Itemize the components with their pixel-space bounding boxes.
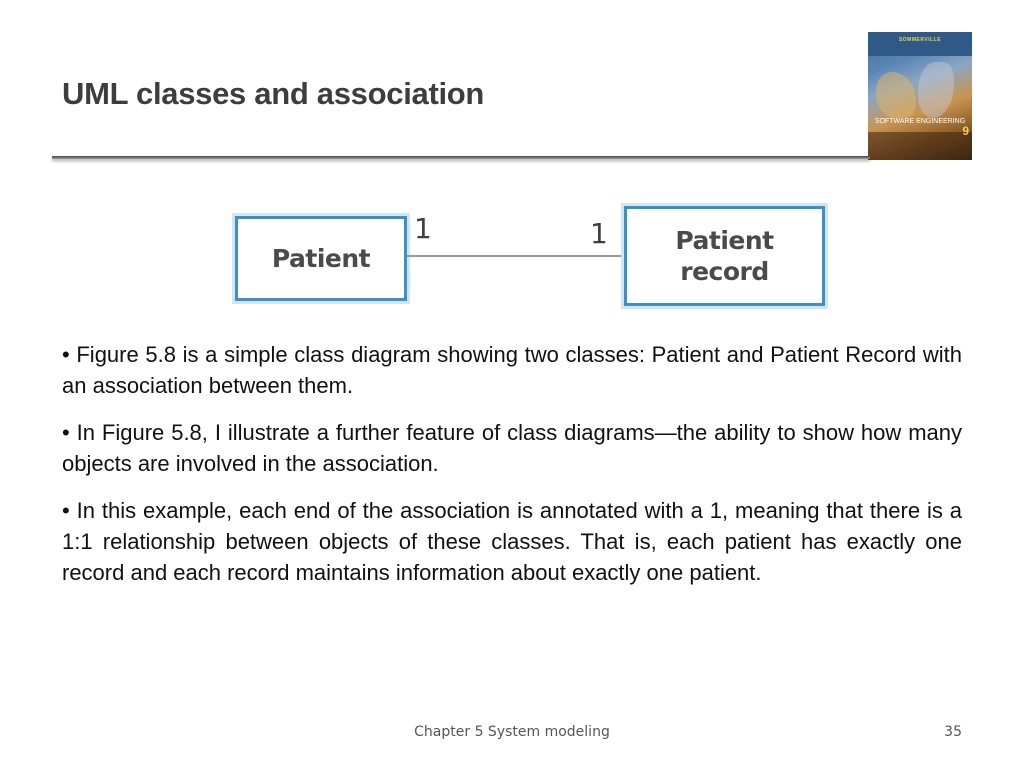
multiplicity-left: 1 [414,212,432,245]
footer-chapter: Chapter 5 System modeling [414,724,610,740]
cover-subtitle: SOFTWARE ENGINEERING [874,118,966,125]
slide-title: UML classes and association [62,76,485,111]
slide-body: • Figure 5.8 is a simple class diagram s… [62,339,962,604]
class-box-patient-record: Patient record [624,206,825,306]
class-label-patient-record: Patient record [675,226,774,286]
cover-edition: 9 [962,124,969,138]
multiplicity-right: 1 [590,217,608,250]
title-divider [52,156,870,159]
bullet-paragraph: • In Figure 5.8, I illustrate a further … [62,420,962,476]
class-label-patient: Patient [271,244,371,273]
association-line [407,255,624,257]
class-box-patient: Patient [235,216,407,301]
footer-page-number: 35 [944,724,962,740]
book-cover-image: SOMMERVILLE SOFTWARE ENGINEERING 9 [868,32,972,160]
cover-author: SOMMERVILLE [898,37,942,43]
cover-art-shape [876,72,916,118]
bullet-paragraph: • In this example, each end of the assoc… [62,498,962,585]
cover-art-shape [868,132,972,160]
class-diagram: Patient 1 1 Patient record [0,0,1024,330]
cover-header-band [868,32,972,56]
bullet-paragraph: • Figure 5.8 is a simple class diagram s… [62,342,962,398]
